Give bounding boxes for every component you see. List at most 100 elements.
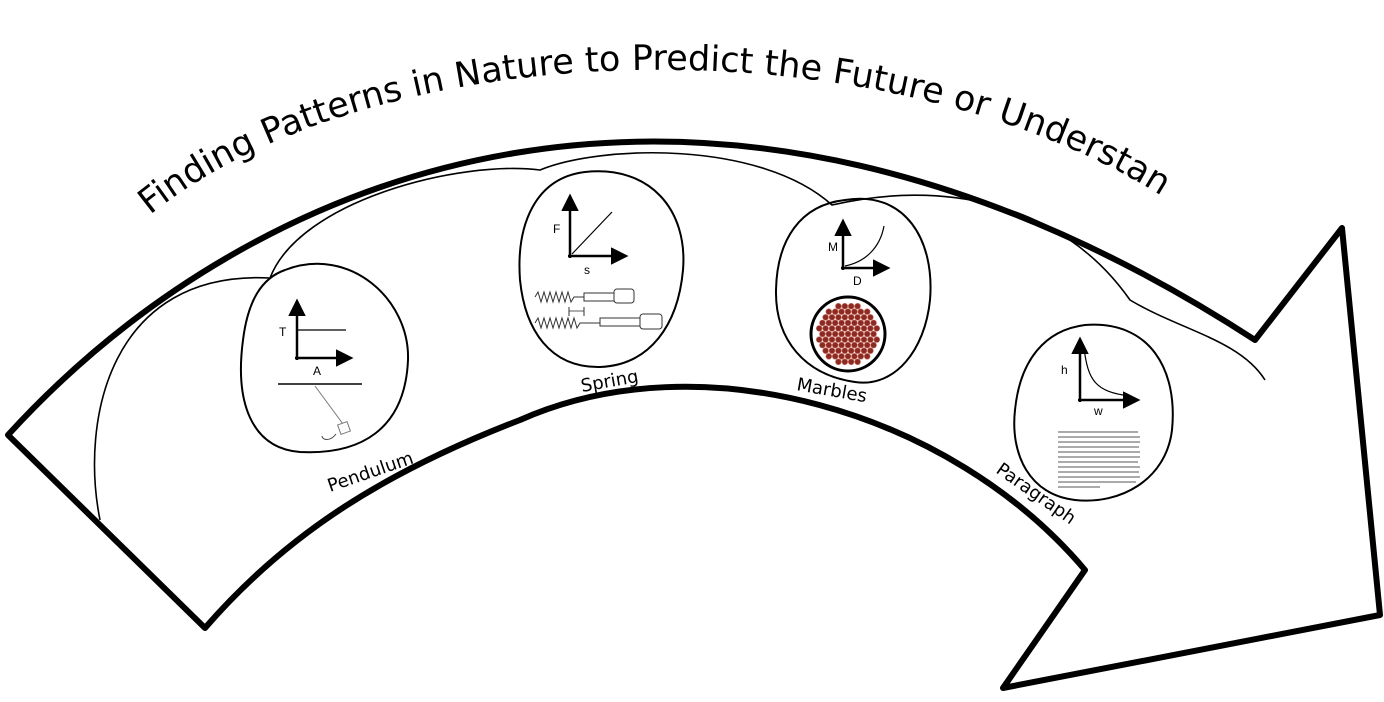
marble — [835, 314, 842, 321]
marble — [835, 336, 842, 343]
pendulum-x-label: A — [313, 364, 321, 378]
marble — [854, 325, 861, 332]
marble — [828, 325, 836, 332]
marble — [841, 325, 848, 332]
paragraph-y-label: h — [1061, 363, 1068, 377]
marbles-bubble — [774, 197, 932, 384]
spring-handle-top — [613, 288, 635, 304]
marble — [863, 319, 871, 327]
spring-x-label: s — [584, 263, 590, 277]
marble — [838, 330, 845, 338]
paragraph-x-label: w — [1093, 404, 1103, 418]
pendulum-swing-arc — [321, 433, 337, 440]
spring-coil-top — [534, 290, 586, 304]
marble — [847, 347, 855, 354]
marble — [822, 347, 829, 354]
marble — [844, 341, 852, 349]
marble — [828, 314, 836, 321]
spring-bubble — [518, 170, 685, 369]
marble — [838, 341, 845, 349]
marble — [841, 314, 848, 321]
big-arrow-outline — [5, 138, 1383, 691]
spring-scale-top — [583, 292, 615, 302]
marble — [828, 336, 836, 343]
marble — [838, 308, 845, 315]
marble — [854, 303, 861, 310]
marble — [867, 325, 874, 332]
spring-y-label: F — [553, 222, 560, 236]
marble — [835, 303, 842, 310]
marble — [844, 319, 852, 327]
marble — [835, 358, 842, 365]
marble — [825, 353, 832, 360]
marble — [847, 336, 855, 343]
marble — [863, 308, 871, 315]
marble — [863, 341, 871, 349]
spring-linear-line — [571, 211, 613, 255]
marble — [854, 336, 861, 343]
marble — [841, 347, 848, 354]
marble — [857, 319, 864, 327]
marble — [867, 336, 874, 343]
marble — [819, 341, 826, 349]
marble — [847, 303, 855, 310]
marble — [857, 341, 864, 349]
marble — [870, 341, 877, 349]
marble — [831, 341, 839, 349]
pendulum-string — [314, 385, 344, 425]
marble — [854, 347, 861, 354]
marble — [819, 319, 826, 327]
spring-coil-bottom — [534, 316, 600, 330]
marble — [847, 325, 855, 332]
marble — [860, 336, 868, 343]
marble — [854, 358, 861, 365]
marbles-stage: M D Marbles — [774, 197, 932, 407]
marble — [825, 319, 832, 327]
marble — [867, 347, 874, 354]
marble — [860, 325, 868, 332]
marble — [851, 353, 858, 360]
marble — [873, 325, 880, 332]
marble — [847, 314, 855, 321]
marble — [851, 319, 858, 327]
spring-scale-bottom — [599, 317, 641, 327]
marble — [844, 308, 852, 315]
marble — [841, 336, 848, 343]
marble — [841, 303, 848, 310]
marble — [838, 353, 845, 360]
marble — [825, 341, 832, 349]
marble — [844, 330, 852, 338]
paragraph-bubble — [1013, 323, 1174, 502]
marble — [854, 314, 861, 321]
paragraph-text-block — [1058, 431, 1140, 488]
marbles-x-label: D — [853, 274, 862, 288]
marble — [822, 314, 829, 321]
marble — [863, 353, 871, 360]
pendulum-stage: T A Pendulum — [239, 263, 416, 497]
marble — [825, 330, 832, 338]
marble — [822, 336, 829, 343]
marble — [870, 330, 877, 338]
title-text: Finding Patterns in Nature to Predict th… — [0, 0, 1178, 222]
marble — [851, 341, 858, 349]
marble — [822, 325, 829, 332]
marbles-y-label: M — [828, 240, 838, 254]
marble — [831, 353, 839, 360]
spring-stage: F s Spring — [518, 170, 685, 397]
marble — [851, 330, 858, 338]
marbles-curve — [844, 225, 885, 267]
marble — [857, 353, 864, 360]
marble — [857, 330, 864, 338]
marble — [825, 308, 832, 315]
marble — [851, 308, 858, 315]
marble — [847, 358, 855, 365]
pendulum-bubble — [239, 263, 410, 454]
marble — [815, 336, 823, 343]
spring-handle-bottom — [639, 313, 663, 330]
marble — [835, 347, 842, 354]
marble — [867, 314, 874, 321]
marble — [819, 330, 826, 338]
marble — [835, 325, 842, 332]
